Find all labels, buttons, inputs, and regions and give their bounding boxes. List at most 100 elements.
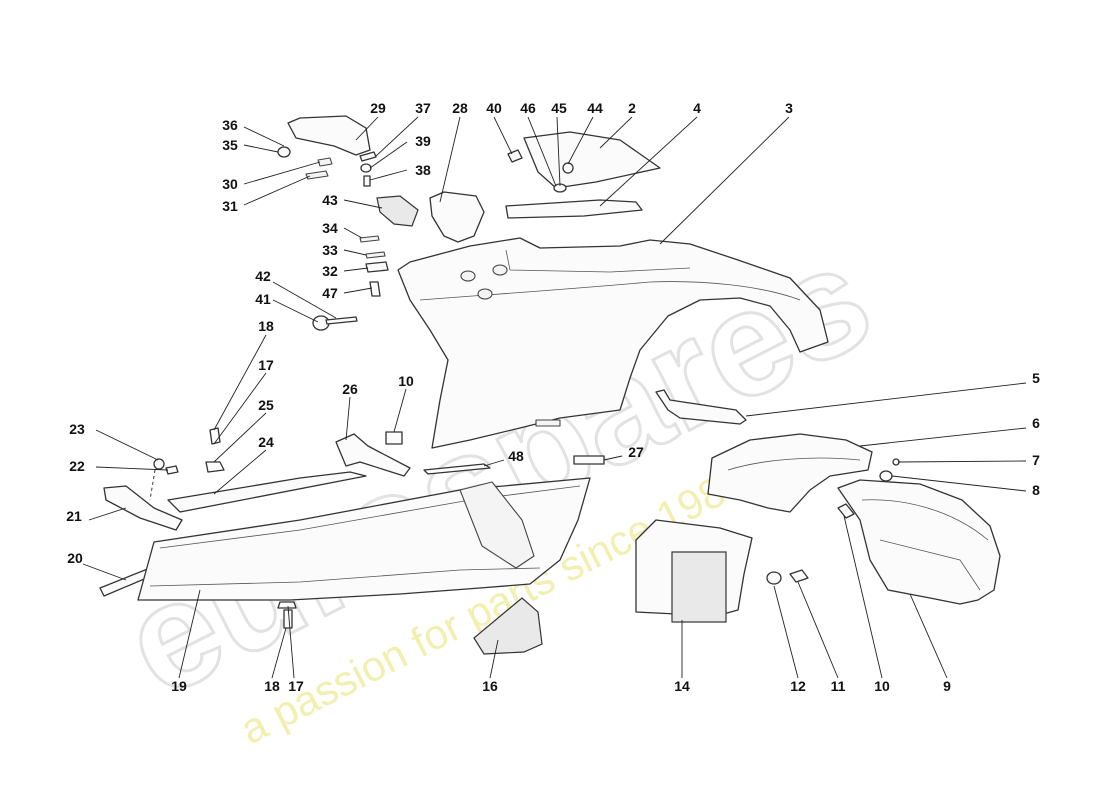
callout-labels: 29 37 28 40 46 45 44 2 4 3 36 35 39 38 3… xyxy=(66,100,1040,694)
leader-25 xyxy=(213,412,267,463)
part-4-strip xyxy=(505,199,643,219)
callout-37: 37 xyxy=(415,100,431,116)
part-21-bracket xyxy=(103,485,183,531)
callout-34: 34 xyxy=(322,220,338,236)
part-3-inner-line xyxy=(419,281,801,301)
part-11-bolt xyxy=(789,569,809,583)
part-8-nut xyxy=(879,470,893,482)
part-42-pin xyxy=(325,316,358,325)
part-5-rod xyxy=(655,389,747,425)
part-10-clip-right xyxy=(837,503,855,519)
leader-27 xyxy=(603,455,623,461)
callout-20: 20 xyxy=(67,550,83,566)
part-29-cover xyxy=(287,115,371,156)
callout-23: 23 xyxy=(69,421,85,437)
part-9-rear-liner xyxy=(837,479,1001,605)
leader-18b xyxy=(271,627,287,679)
callout-28: 28 xyxy=(452,100,468,116)
callout-12: 12 xyxy=(790,678,806,694)
part-23-nut xyxy=(153,458,165,470)
leader-10a xyxy=(393,388,407,433)
part-16-grille xyxy=(473,597,543,655)
leader-23 xyxy=(95,429,159,461)
callout-25: 25 xyxy=(258,397,274,413)
part-32-bracket xyxy=(365,261,389,273)
callout-31: 31 xyxy=(222,198,238,214)
part-39-washer xyxy=(360,163,372,173)
callout-6: 6 xyxy=(1032,415,1040,431)
callout-46: 46 xyxy=(520,100,536,116)
callout-32: 32 xyxy=(322,263,338,279)
leader-19 xyxy=(178,589,201,679)
leader-35 xyxy=(243,144,279,153)
leader-3 xyxy=(659,116,790,245)
part-18-bolt-upper xyxy=(209,427,221,445)
callout-5: 5 xyxy=(1032,370,1040,386)
callout-21: 21 xyxy=(66,508,82,524)
leader-36 xyxy=(243,126,285,147)
leader-32 xyxy=(343,267,369,272)
leader-46 xyxy=(527,116,557,187)
leader-48 xyxy=(483,459,505,467)
callout-36: 36 xyxy=(222,117,238,133)
part-40-bolt xyxy=(507,149,523,163)
part-19-inner-line xyxy=(159,485,581,549)
callout-4: 4 xyxy=(693,100,701,116)
part-28-duct xyxy=(429,191,485,243)
leader-47 xyxy=(343,287,373,294)
part-3-tab xyxy=(535,419,561,427)
leader-7 xyxy=(897,460,1027,463)
callout-18-upper: 18 xyxy=(258,318,274,334)
leader-11 xyxy=(797,581,839,679)
leader-24 xyxy=(213,449,267,495)
callout-7: 7 xyxy=(1032,452,1040,468)
part-24-sill-strip xyxy=(167,471,367,513)
callout-35: 35 xyxy=(222,137,238,153)
callout-40: 40 xyxy=(486,100,502,116)
leader-30 xyxy=(243,161,321,185)
callout-24: 24 xyxy=(258,434,274,450)
part-9-inner-line xyxy=(861,499,989,541)
part-30-bracket xyxy=(317,157,333,167)
leader-12 xyxy=(773,585,799,679)
leader-37 xyxy=(375,116,419,157)
callout-38: 38 xyxy=(415,162,431,178)
part-3-hole-b xyxy=(492,264,508,276)
part-19-inner-line-2 xyxy=(149,567,541,587)
part-12-washer xyxy=(766,571,782,585)
part-3-hole-c xyxy=(477,288,493,300)
part-37-clip xyxy=(359,151,377,162)
callout-17-lower: 17 xyxy=(288,678,304,694)
callout-45: 45 xyxy=(551,100,567,116)
part-43-mesh xyxy=(376,195,419,227)
leader-18a xyxy=(213,334,267,431)
part-33-clip xyxy=(365,251,386,259)
callout-27: 27 xyxy=(628,444,644,460)
callout-47: 47 xyxy=(322,285,338,301)
leader-2 xyxy=(599,116,633,149)
leader-4 xyxy=(599,116,698,207)
leader-dashed-21 xyxy=(149,469,156,501)
callout-3: 3 xyxy=(785,100,793,116)
part-2-panel xyxy=(523,131,661,189)
callout-16: 16 xyxy=(482,678,498,694)
callout-2: 2 xyxy=(628,100,636,116)
leader-42 xyxy=(272,281,337,319)
part-17-washer-lower xyxy=(277,601,297,609)
part-25-clip xyxy=(205,461,225,473)
part-26-bracket xyxy=(335,433,411,477)
leader-22 xyxy=(95,466,169,471)
leader-43 xyxy=(343,199,383,209)
part-31-bracket xyxy=(305,170,329,180)
callout-17-upper: 17 xyxy=(258,357,274,373)
leader-17a xyxy=(213,372,267,445)
leader-39 xyxy=(369,141,408,169)
callout-14: 14 xyxy=(674,678,690,694)
leader-44 xyxy=(567,116,594,165)
leader-38 xyxy=(369,169,408,181)
leader-8 xyxy=(891,475,1027,492)
part-34-clip xyxy=(359,235,380,243)
part-27-badge xyxy=(573,455,605,465)
part-19-scoop xyxy=(459,481,535,569)
